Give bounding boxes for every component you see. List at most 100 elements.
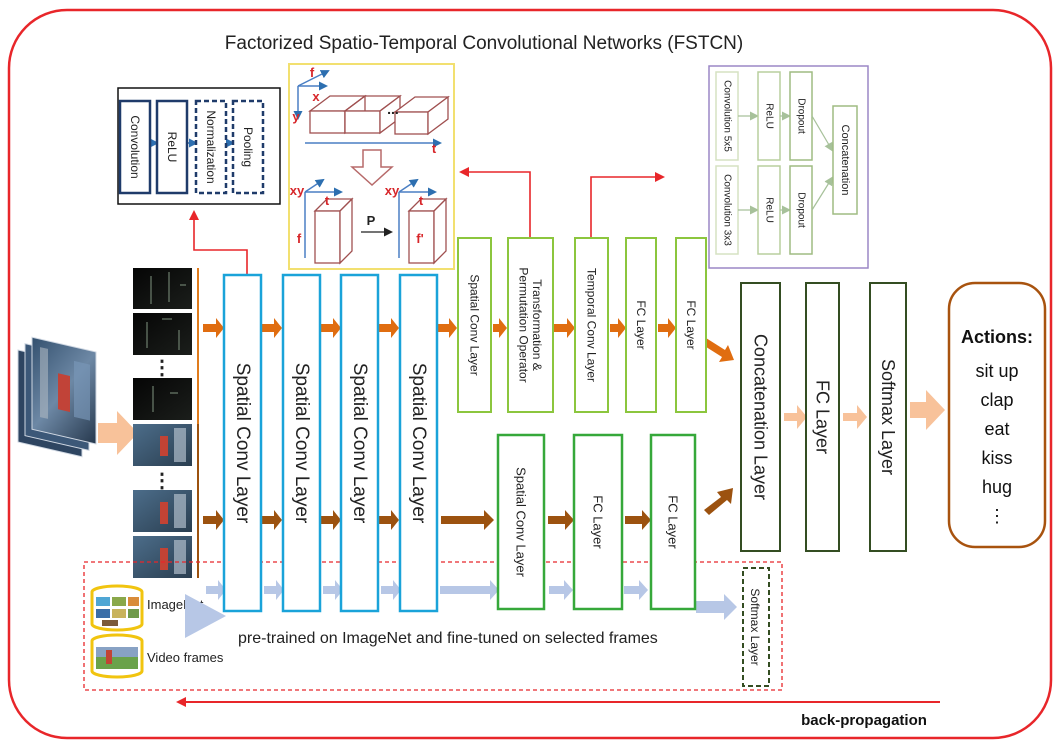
input-video-stack — [17, 336, 138, 458]
shared-spatial-conv-layer-3: Spatial Conv Layer — [339, 273, 380, 613]
conv-inset-box-1: Convolution — [118, 99, 152, 195]
inception-top-row-box-3: Dropout — [789, 71, 813, 161]
conv-inset-label-3: Normalization — [204, 110, 218, 183]
head-layer-1: Concatenation Layer — [740, 282, 781, 552]
shared-spatial-conv-layer-2: Spatial Conv Layer — [281, 273, 322, 613]
conv-inset-box-3: Normalization — [194, 99, 228, 195]
frame-thumbnails: ⋮ ⋮ — [133, 268, 199, 578]
shared-spatial-conv-layer-3-box — [339, 273, 380, 613]
upper-branch-layer-1: Spatial Conv Layer — [457, 237, 492, 413]
lower-branch-layer-1: Spatial Conv Layer — [496, 433, 546, 611]
conv-inset-box-2: ReLU — [155, 99, 189, 195]
inception-bottom-row-label-1: Convolution 3x3 — [722, 174, 733, 246]
conv-inset-label-1: Convolution — [128, 115, 142, 178]
pretrain-region: ImageNet Video frames pre-trained on Ima… — [83, 561, 783, 691]
conv-block-inset: Convolution ReLU Normalization Pooling — [117, 87, 281, 205]
upper-branch-layer-5-box — [675, 237, 707, 413]
action-item-4: kiss — [982, 448, 1013, 468]
transform-inset-label-11: t — [419, 193, 424, 208]
inception-bottom-row-box-1: Convolution 3x3 — [715, 165, 739, 255]
action-item-3: eat — [984, 419, 1009, 439]
inception-top-row-label-3: Dropout — [796, 98, 807, 134]
shared-spatial-conv-layer-2-label: Spatial Conv Layer — [291, 363, 312, 524]
transform-inset-label-4: ... — [387, 101, 399, 117]
video-frames-database-icon — [90, 633, 144, 679]
inception-bottom-row-label-3: Dropout — [796, 192, 807, 228]
upper-branch-layer-2-box — [507, 237, 554, 413]
inception-merge: Concatenation — [832, 105, 858, 215]
upper-branch-layer-1-label: Spatial Conv Layer — [468, 274, 482, 375]
shared-spatial-conv-layer-4: Spatial Conv Layer — [398, 273, 439, 613]
transform-inset-label-10: xy — [385, 183, 400, 198]
transform-inset-label-3: y — [292, 109, 300, 124]
lower-branch-layer-2-label: FC Layer — [591, 495, 606, 549]
conv-inset-label-2: ReLU — [165, 132, 179, 163]
backprop-label: back-propagation — [801, 712, 927, 729]
transform-inset-label-6: xy — [290, 183, 305, 198]
upper-branch-layer-4: FC Layer — [625, 237, 657, 413]
upper-branch-layer-1-box — [457, 237, 492, 413]
frame-dots-upper: ⋮ — [152, 357, 172, 379]
conv-inset-label-4: Pooling — [241, 127, 255, 167]
outer-frame — [7, 8, 1053, 740]
pretrain-softmax-box — [742, 567, 770, 687]
lower-branch-layer-1-label: Spatial Conv Layer — [514, 467, 529, 578]
arrow-to-conv-inset — [189, 210, 248, 275]
shared-spatial-conv-layer-3-label: Spatial Conv Layer — [349, 363, 370, 524]
upper-branch-layer-2-label: Transformation &Permutation Operator — [516, 267, 544, 382]
action-item-1: sit up — [975, 361, 1018, 381]
transform-inset-label-5: t — [432, 141, 437, 156]
frame-dots-lower: ⋮ — [152, 470, 172, 492]
upper-branch-layer-3-label: Temporal Conv Layer — [585, 268, 599, 382]
shared-spatial-conv-layer-1: Spatial Conv Layer — [222, 273, 263, 613]
transform-inset-label-9: P — [367, 213, 376, 228]
head-layer-3-label: Softmax Layer — [878, 359, 898, 475]
shared-spatial-conv-layer-4-label: Spatial Conv Layer — [408, 363, 429, 524]
inception-top-row-box-2: ReLU — [757, 71, 781, 161]
inception-bottom-row-label-2: ReLU — [764, 197, 775, 223]
action-item-6: ⋮ — [988, 506, 1006, 526]
head-layer-1-label: Concatenation Layer — [751, 334, 771, 500]
conv-inset-box-4: Pooling — [231, 99, 265, 195]
head-layer-2: FC Layer — [805, 282, 840, 552]
lower-branch-layer-3-label: FC Layer — [666, 495, 681, 549]
inception-bottom-row-box-3: Dropout — [789, 165, 813, 255]
upper-branch-layer-5-label: FC Layer — [684, 300, 698, 349]
head-layer-2-box — [805, 282, 840, 552]
upper-branch-layer-2: Transformation &Permutation Operator — [507, 237, 554, 413]
transform-inset-label-1: f — [310, 65, 315, 80]
flow-arrows — [203, 318, 945, 530]
upper-branch-layer-3: Temporal Conv Layer — [574, 237, 609, 413]
upper-branch-layer-5: FC Layer — [675, 237, 707, 413]
transform-inset-label-2: x — [312, 89, 320, 104]
arrow-to-inception-inset — [590, 172, 665, 238]
inception-top-row-label-2: ReLU — [764, 103, 775, 129]
lower-branch-layer-1-box — [496, 433, 546, 611]
upper-branch-layer-4-label: FC Layer — [634, 300, 648, 349]
video-frames-label: Video frames — [147, 650, 224, 665]
upper-branch-layer-4-box — [625, 237, 657, 413]
head-layer-1-box — [740, 282, 781, 552]
transform-inset-label-8: f — [297, 231, 302, 246]
shared-spatial-conv-layer-2-box — [281, 273, 322, 613]
pretrain-caption: pre-trained on ImageNet and fine-tuned o… — [238, 630, 658, 647]
transform-inset-label-7: t — [325, 193, 330, 208]
head-layer-3-box — [869, 282, 907, 552]
inception-top-row-label-1: Convolution 5x5 — [722, 80, 733, 152]
diagram-title: Factorized Spatio-Temporal Convolutional… — [225, 33, 743, 54]
lower-branch-layer-3-box — [649, 433, 697, 611]
pretrain-arrows — [206, 580, 737, 620]
inception-merge-label: Concatenation — [839, 125, 851, 196]
lower-branch-layer-2-box — [572, 433, 624, 611]
inception-top-row-box-1: Convolution 5x5 — [715, 71, 739, 161]
arrow-to-transform-inset — [459, 167, 531, 238]
lower-branch-layer-2: FC Layer — [572, 433, 624, 611]
upper-branch-layer-3-box — [574, 237, 609, 413]
shared-spatial-conv-layer-4-box — [398, 273, 439, 613]
inception-bottom-row-box-2: ReLU — [757, 165, 781, 255]
